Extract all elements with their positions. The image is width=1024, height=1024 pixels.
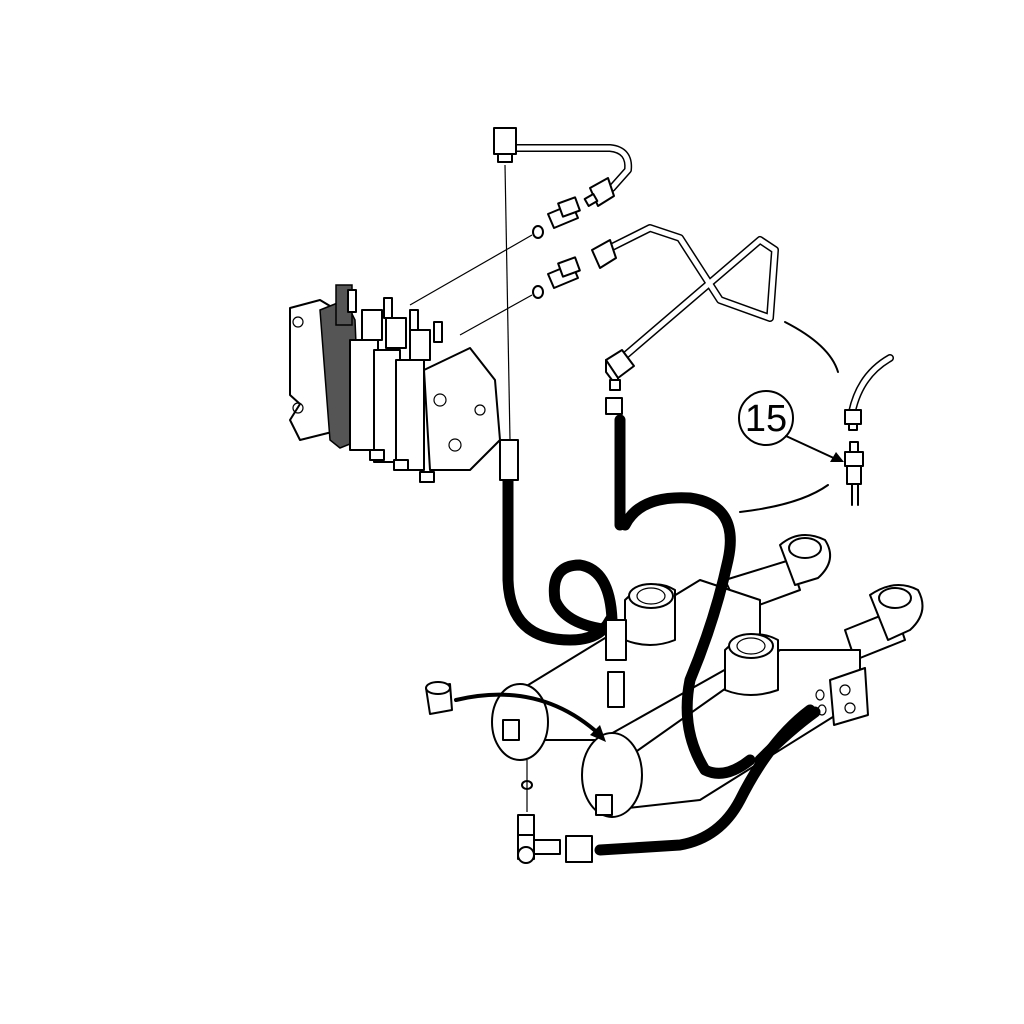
hydraulic-hoses <box>499 414 821 856</box>
steel-pipe-lower <box>591 224 779 415</box>
steel-pipe-upper <box>493 127 633 207</box>
control-valve-block <box>289 284 501 483</box>
pipe-union-fitting <box>844 354 894 506</box>
leader-line-lower <box>459 294 533 336</box>
direction-arc-upper <box>784 321 839 373</box>
direction-arc-lower <box>739 484 829 513</box>
straight-adapter-lower <box>532 256 581 299</box>
hydraulic-cylinder-front <box>581 584 924 818</box>
plug-fitting <box>425 681 606 742</box>
callout-label: 15 <box>745 398 787 440</box>
callout-15: 15 <box>738 390 844 462</box>
leader-line-upper <box>409 234 533 306</box>
leader-line-elbow <box>504 164 511 441</box>
elbow-fitting <box>517 760 593 864</box>
straight-adapter-upper <box>532 196 581 239</box>
